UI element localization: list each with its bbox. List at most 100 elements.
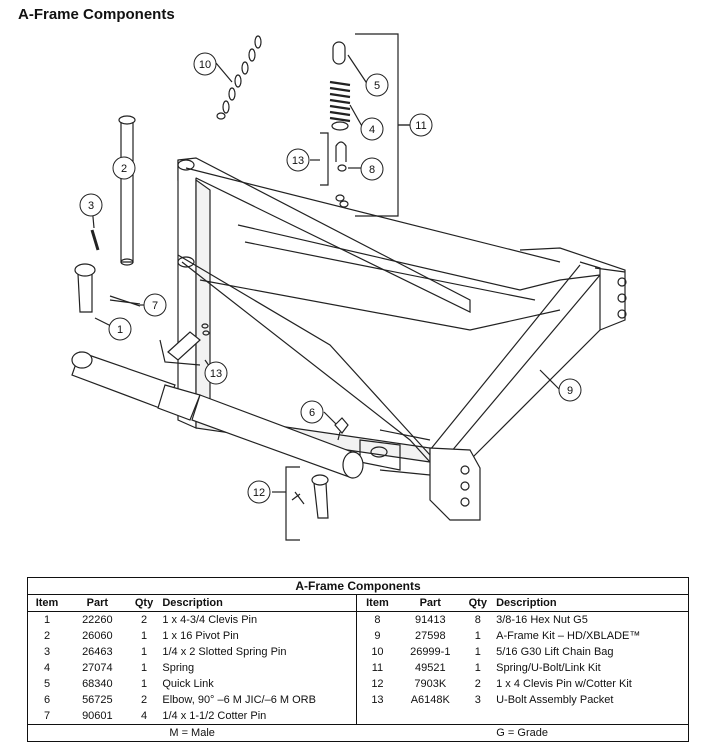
cell-description: U-Bolt Assembly Packet [496,694,614,706]
cell-qty: 1 [474,646,481,658]
header-part: Part [66,594,129,612]
cell-qty: 2 [140,614,148,626]
callout-13a [286,148,310,172]
cell-qty: 1 [140,646,148,658]
pivot-pin-drawing [118,115,136,266]
callout-6 [300,400,324,424]
callout-3 [79,193,103,217]
cell-item: 7 [43,710,51,722]
u-bolt-drawing [335,141,349,208]
callout-label: 1 [117,324,123,336]
cell-description [493,708,688,725]
cell-qty: 2 [474,678,481,690]
callout-label: 5 [374,80,380,92]
callout-1 [108,317,132,341]
cell-part: A6148K [410,694,450,706]
cell-item: 4 [43,662,51,674]
cell-qty: 1 [474,630,481,642]
callout-label: 3 [88,200,94,212]
callout-4 [360,117,384,141]
cell-part: 56725 [82,694,113,706]
chain-drawing [216,35,262,120]
cell-description: 1 x 4-3/4 Clevis Pin [162,614,258,626]
callout-label: 4 [369,124,375,136]
spring-pin-drawing [90,229,100,251]
cell-part: 26060 [82,630,113,642]
callout-12 [247,480,271,504]
cell-item: 12 [355,676,399,692]
callout-label: 10 [199,59,211,71]
cell-item: 11 [355,660,399,676]
parts-table: A-Frame Components Item Part Qty Descrip… [27,577,689,742]
cell-item [355,708,399,725]
cell-part: 68340 [82,678,113,690]
cell-item: 5 [43,678,51,690]
callout-label: 12 [253,487,265,499]
callout-label: 9 [567,385,573,397]
cell-qty: 1 [140,678,148,690]
callout-5 [365,73,389,97]
cell-part: 27598 [414,630,446,642]
cell-part: 91413 [414,614,446,626]
cell-part: 90601 [82,710,113,722]
cell-item: 8 [355,611,399,628]
cell-qty: 2 [140,694,148,706]
cell-description: 3/8-16 Hex Nut G5 [496,614,588,626]
cell-description: Spring/U-Bolt/Link Kit [496,662,601,674]
u-bolt-drawing-2 [167,323,210,361]
header-description: Description [159,594,357,612]
header-qty: Qty [462,594,494,612]
cell-qty: 4 [140,710,148,722]
callout-label: 11 [415,120,426,132]
cell-item: 2 [43,630,51,642]
cell-part: 26999-1 [410,646,451,658]
cell-part [398,708,462,725]
elbow-drawing [334,417,349,441]
cell-part: 22260 [82,614,113,626]
cell-item: 1 [43,614,51,626]
clevis-pin-drawing [74,263,96,313]
callout-label: 8 [369,164,375,176]
cell-description: Spring [162,662,195,674]
clevis-pin-kit-drawing [291,474,329,519]
table-title: A-Frame Components [27,577,689,595]
cell-description: 1/4 x 1-1/2 Cotter Pin [162,710,267,722]
cell-qty: 8 [474,614,481,626]
page-title: A-Frame Components [18,6,175,23]
callout-10 [193,52,217,76]
cell-description: 1/4 x 2 Slotted Spring Pin [162,646,287,658]
quick-link-drawing [332,41,346,65]
cell-description: Elbow, 90° –6 M JIC/–6 M ORB [162,694,316,706]
callout-label: 2 [121,163,127,175]
cell-description: Quick Link [162,678,214,690]
a-frame-drawing [177,157,627,521]
cell-description: 1 x 4 Clevis Pin w/Cotter Kit [496,678,632,690]
cell-description: A-Frame Kit – HD/XBLADE™ [496,630,641,642]
cell-description: 1 x 16 Pivot Pin [162,630,239,642]
cell-item: 10 [355,644,399,660]
callout-label: 7 [152,300,158,312]
callout-8 [360,157,384,181]
cell-item: 13 [355,692,399,708]
cotter-pin-drawing [109,295,141,307]
table-row: 6 56725 2 Elbow, 90° –6 M JIC/–6 M ORB 13 A61… [28,692,689,708]
header-item: Item [27,594,67,612]
callout-2 [112,156,136,180]
cell-item: 6 [43,694,51,706]
hydraulic-cylinder [71,351,364,479]
cell-qty [462,708,493,725]
cell-description: 5/16 G30 Lift Chain Bag [496,646,614,658]
cell-part: 27074 [82,662,113,674]
footer-note-male: M = Male [27,724,357,742]
callout-7 [143,293,167,317]
footer-note-grade: G = Grade [356,724,689,742]
callout-label: 13 [210,368,222,380]
callout-9 [558,378,582,402]
cell-part: 49521 [414,662,446,674]
cell-qty: 3 [474,694,481,706]
header-item: Item [355,594,399,612]
